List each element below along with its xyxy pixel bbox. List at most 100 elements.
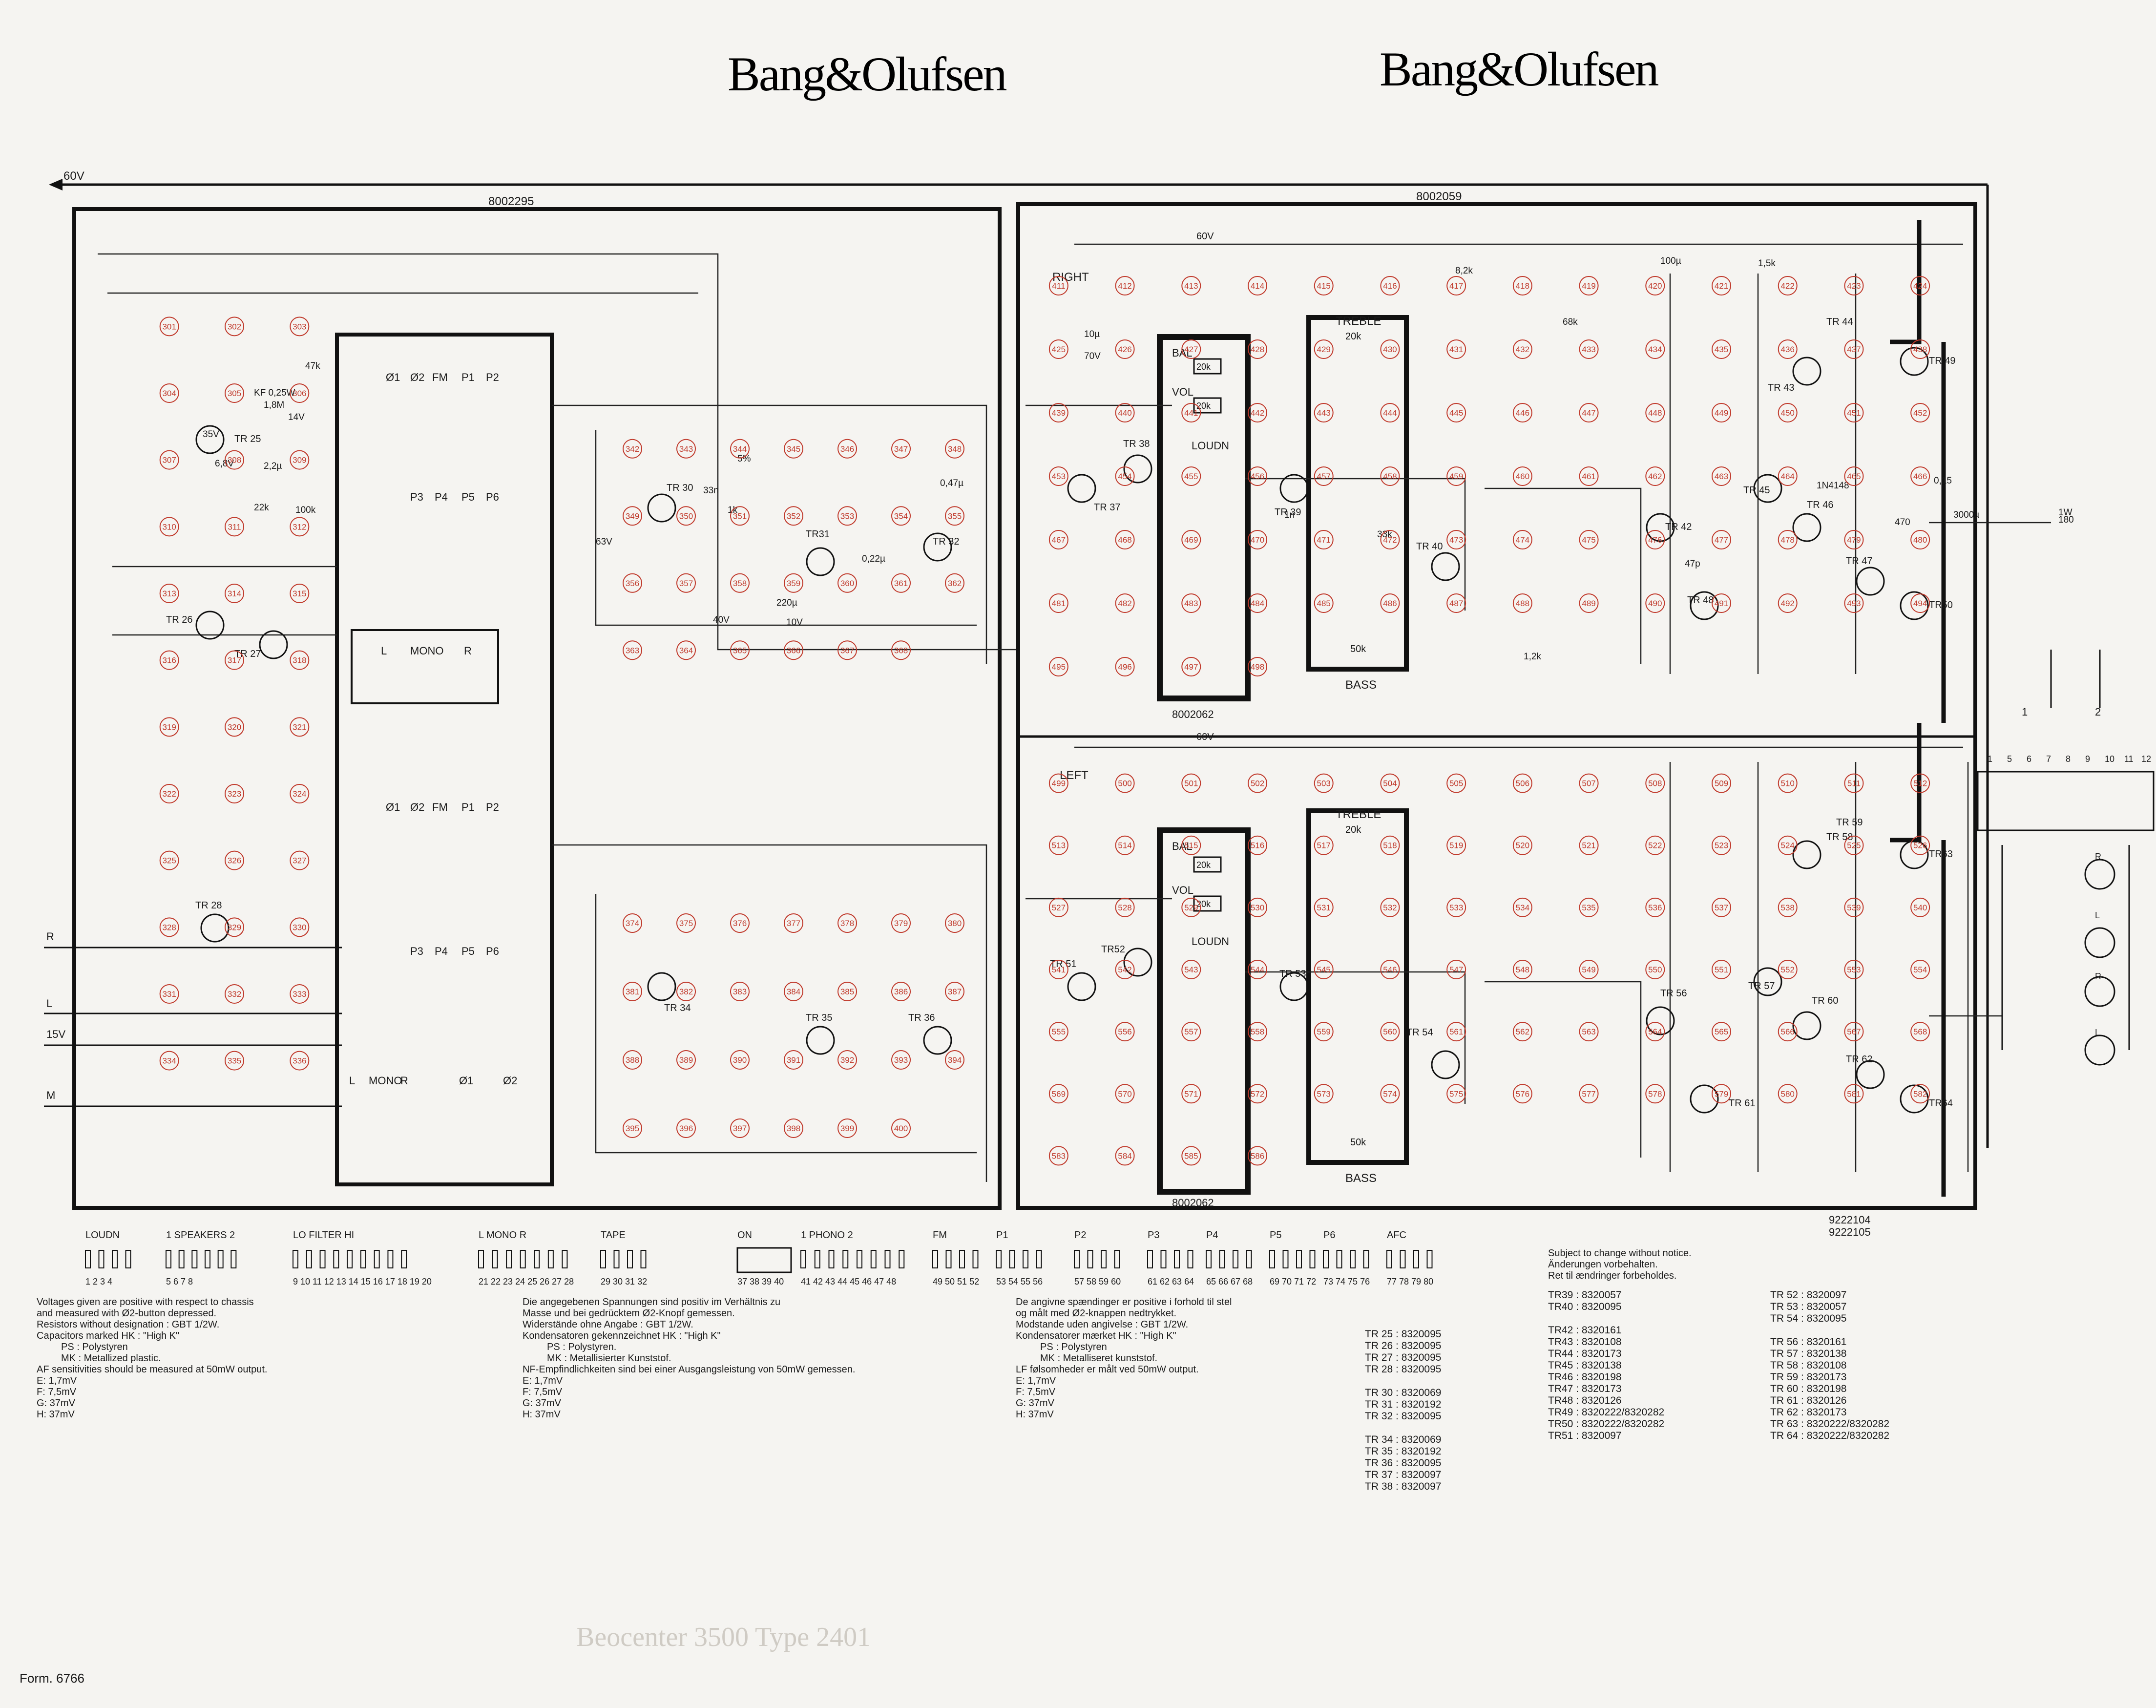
ref-circle	[1512, 403, 1532, 422]
transistor-labels-left: TR 25 TR 26 TR 27 TR 28 TR 30 TR31 TR 32…	[166, 434, 959, 1023]
contact-pin	[492, 1250, 498, 1268]
ref-circle	[1778, 466, 1798, 486]
ref-circle	[1380, 960, 1400, 979]
ref-circle	[1910, 1084, 1930, 1104]
contact-pin	[1174, 1250, 1180, 1268]
contact-pin	[1296, 1250, 1302, 1268]
ref-circle	[837, 1050, 857, 1070]
ref-circle	[159, 650, 179, 670]
ref-circle	[1446, 1022, 1466, 1042]
left-rails	[44, 947, 342, 1107]
svg-text:TR 28: TR 28	[195, 900, 222, 911]
svg-text:TR 49: TR 49	[1929, 356, 1955, 366]
svg-text:Ø1: Ø1	[386, 371, 400, 383]
ref-number: 476	[1648, 535, 1662, 545]
rail-15v: 15V	[46, 1028, 65, 1040]
ref-circle	[1314, 1022, 1334, 1042]
button-group-numbers: 57 58 59 60	[1074, 1277, 1121, 1286]
ref-number: 391	[787, 1055, 800, 1065]
ref-number: 562	[1516, 1027, 1529, 1036]
ref-circle	[1712, 1084, 1731, 1104]
ref-number: 443	[1317, 408, 1331, 418]
contact-pin	[1363, 1250, 1369, 1268]
ref-circle	[225, 984, 244, 1004]
ref-number: 449	[1715, 408, 1728, 418]
ref-circle	[159, 984, 179, 1004]
ref-number: 541	[1052, 965, 1066, 974]
change-notice: Subject to change without notice. Änderu…	[1548, 1248, 1692, 1281]
contact-pin	[842, 1250, 849, 1268]
ref-number: 543	[1184, 965, 1198, 974]
channel-left-label: LEFT	[1060, 769, 1088, 782]
ref-circle	[225, 650, 244, 670]
ref-circle	[1910, 530, 1930, 549]
svg-text:Ø1: Ø1	[386, 801, 400, 813]
ref-circle	[1579, 530, 1599, 549]
ref-circle	[784, 506, 803, 526]
ref-number: 569	[1052, 1089, 1066, 1098]
contact-pin	[1147, 1250, 1153, 1268]
ref-circle	[1446, 593, 1466, 613]
ref-number: 399	[840, 1124, 854, 1133]
ref-circle	[159, 450, 179, 470]
ref-number: 352	[787, 511, 800, 521]
ref-number: 564	[1648, 1027, 1662, 1036]
svg-text:R: R	[464, 645, 472, 657]
ref-circle	[1181, 1146, 1201, 1166]
ref-number: 319	[162, 722, 176, 732]
ref-circle	[225, 517, 244, 537]
ref-circle	[1512, 530, 1532, 549]
ref-number: 364	[679, 646, 693, 655]
ref-circle	[1181, 1084, 1201, 1104]
ref-circle	[676, 913, 696, 933]
ref-number: 486	[1383, 599, 1397, 608]
ref-number: 315	[293, 589, 306, 598]
ref-circle	[1115, 1146, 1135, 1166]
ref-number: 470	[1251, 535, 1264, 545]
ref-number: 469	[1184, 535, 1198, 545]
ref-circle	[837, 1118, 857, 1138]
ref-number: 446	[1516, 408, 1529, 418]
contact-pin	[306, 1250, 312, 1268]
ref-circle	[1181, 1022, 1201, 1042]
svg-text:6: 6	[2027, 754, 2031, 764]
ref-circle	[1579, 773, 1599, 793]
ref-circle	[1314, 276, 1334, 295]
brand-right: Bang&Olufsen	[1380, 42, 1658, 96]
ref-circle	[1712, 960, 1731, 979]
ref-circle	[730, 982, 750, 1001]
ref-circle	[1181, 403, 1201, 422]
ref-circle	[1645, 403, 1665, 422]
ref-number: 466	[1913, 472, 1927, 481]
contact-pin	[374, 1250, 380, 1268]
ref-number: 343	[679, 444, 693, 454]
spk-l2: L	[2095, 1028, 2100, 1037]
contact-pin	[1269, 1250, 1275, 1268]
ref-number: 567	[1847, 1027, 1861, 1036]
ref-circle	[1645, 1084, 1665, 1104]
ref-number: 308	[228, 456, 241, 465]
ref-number: 419	[1582, 281, 1595, 291]
ref-circle	[1579, 960, 1599, 979]
ref-number: 392	[840, 1055, 854, 1065]
ref-circle	[1910, 897, 1930, 917]
svg-text:TR 62: TR 62	[1846, 1054, 1872, 1065]
footer-stamp: Beocenter 3500 Type 2401	[576, 1622, 871, 1652]
ref-circle	[623, 1050, 642, 1070]
bass-label-bottom: BASS	[1345, 1172, 1377, 1185]
ref-number: 441	[1184, 408, 1198, 418]
svg-text:68k: 68k	[1563, 317, 1578, 327]
button-group-label: LOUDN	[85, 1230, 120, 1241]
ref-circle	[290, 650, 310, 670]
contact-pin	[478, 1250, 484, 1268]
ref-circle	[1048, 593, 1068, 613]
contact-pin	[333, 1250, 339, 1268]
ref-number: 331	[162, 990, 176, 999]
ref-number: 317	[228, 656, 241, 665]
ref-number: 311	[228, 522, 241, 531]
ref-circle	[290, 316, 310, 337]
svg-text:TR 60: TR 60	[1812, 995, 1838, 1006]
ref-number: 426	[1118, 345, 1131, 354]
ref-circle	[891, 1118, 911, 1138]
